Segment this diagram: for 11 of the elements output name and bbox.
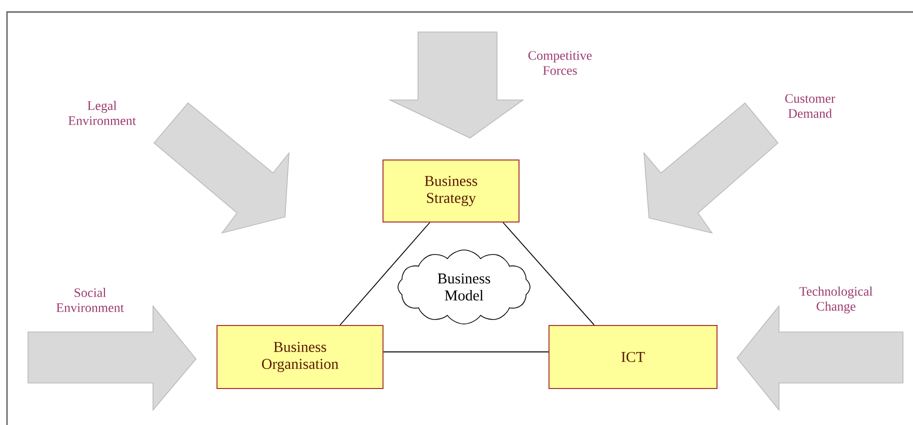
force-label: Technological Change <box>800 286 872 314</box>
force-label: Legal Environment <box>68 100 136 126</box>
process-box: Business Strategy <box>382 160 520 222</box>
process-box: ICT <box>548 324 718 389</box>
connector-line <box>340 222 430 326</box>
connector-line <box>383 351 549 352</box>
force-label: Social Environment <box>56 288 124 312</box>
force-label: Customer Demand <box>785 94 836 118</box>
force-label: Competitive Forces <box>528 51 592 75</box>
process-box: Business Organisation <box>216 324 384 389</box>
connector-line <box>502 222 595 326</box>
